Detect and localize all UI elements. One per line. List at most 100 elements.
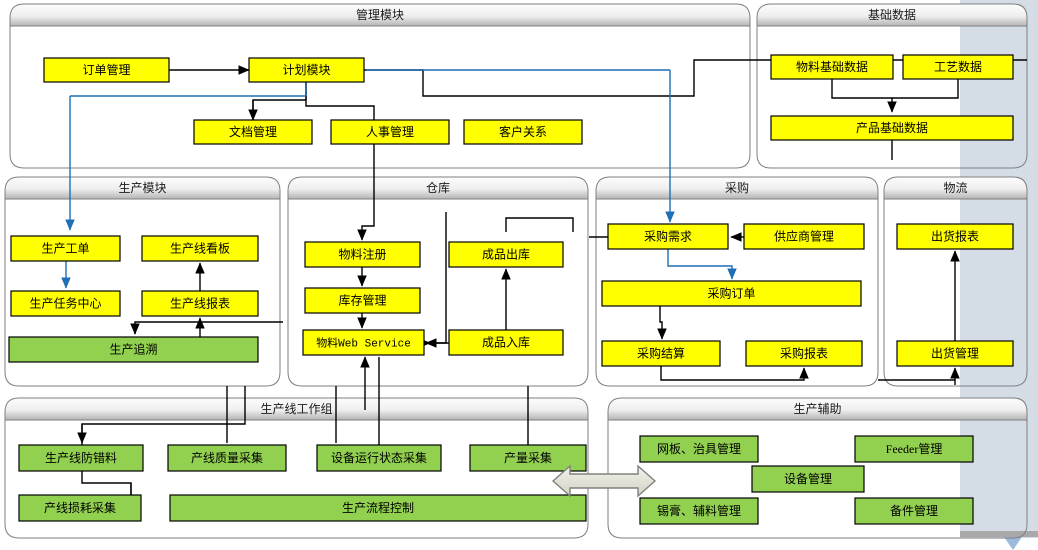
monitor-stand (1004, 537, 1022, 550)
node-box (770, 54, 894, 80)
link-doc-to-wlzc (357, 168, 375, 241)
panel-title: 生产线工作组 (260, 402, 332, 416)
node-n_cgjs[interactable]: 采购结算 (601, 340, 721, 367)
panel-body (287, 198, 589, 387)
node-box (469, 444, 587, 472)
panel-gongzuo: 生产线工作组 (4, 397, 589, 539)
node-n_cpck[interactable]: 成品出库 (448, 241, 564, 268)
panel-guanli: 管理模块 (9, 3, 751, 169)
panel-body (4, 198, 281, 387)
panel-body (9, 25, 751, 169)
node-n_cgbb[interactable]: 采购报表 (745, 340, 863, 367)
node-box (193, 119, 313, 145)
node-box (607, 223, 729, 250)
node-n_wbzjgl[interactable]: 网板、治具管理 (639, 435, 759, 463)
panel-header (4, 397, 589, 421)
node-n_cgxq[interactable]: 采购需求 (607, 223, 729, 250)
node-box (330, 119, 450, 145)
panel-title: 采购 (725, 180, 749, 195)
node-n_wlzc[interactable]: 物料注册 (304, 241, 421, 268)
node-n_sczs[interactable]: 生产追溯 (8, 336, 259, 363)
node-n_cxzlcj[interactable]: 产线质量采集 (167, 444, 287, 472)
node-box (169, 494, 587, 522)
node-label: 生产任务中心 (29, 295, 101, 310)
node-n_scxkb[interactable]: 生产线看板 (141, 235, 259, 262)
node-label: 生产线看板 (170, 241, 230, 255)
node-box (770, 115, 1014, 141)
node-label: 生产线报表 (170, 295, 230, 310)
node-n_ddgl[interactable]: 订单管理 (43, 57, 170, 83)
node-label: 生产流程控制 (342, 500, 414, 515)
node-box (743, 223, 865, 250)
node-label: 人事管理 (366, 124, 414, 139)
panel-title: 管理模块 (356, 7, 404, 22)
panel-body (756, 25, 1028, 169)
node-n_sbgl[interactable]: 设备管理 (751, 465, 865, 493)
node-box (896, 223, 1014, 250)
node-n_xgflgl[interactable]: 锡膏、辅料管理 (639, 497, 759, 525)
node-n_feeder[interactable]: Feeder管理 (854, 435, 974, 463)
link-gysj-down (892, 79, 959, 99)
panel-header (607, 397, 1028, 421)
node-n_scrwzx[interactable]: 生产任务中心 (10, 290, 121, 317)
node-n_scxbb[interactable]: 生产线报表 (141, 290, 259, 317)
panel-title: 生产辅助 (793, 402, 841, 416)
node-n_cxshcj[interactable]: 产线损耗采集 (18, 494, 142, 522)
node-n_scgd[interactable]: 生产工单 (10, 235, 121, 262)
node-box (463, 119, 583, 145)
panel-header (883, 176, 1028, 200)
panel-shengchan: 生产模块 (4, 176, 281, 387)
node-n_kcgl[interactable]: 库存管理 (304, 287, 421, 314)
node-label: 物料基础数据 (796, 59, 868, 74)
node-n_chbb[interactable]: 出货报表 (896, 223, 1014, 250)
node-n_wlws[interactable]: 物料Web Service (302, 329, 425, 356)
node-box (601, 340, 721, 367)
node-label: 采购结算 (637, 345, 685, 360)
node-label: 产线损耗采集 (44, 500, 116, 515)
node-box (302, 329, 425, 356)
node-box (10, 235, 121, 262)
node-n_sclckz[interactable]: 生产流程控制 (169, 494, 587, 522)
node-n_chgl[interactable]: 出货管理 (896, 340, 1014, 367)
node-n_wdgl[interactable]: 文档管理 (193, 119, 313, 145)
link-wljc-down (831, 79, 897, 113)
link-settle-to-rep (660, 366, 809, 381)
node-label: 设备管理 (784, 471, 832, 486)
panel-header (756, 3, 1028, 27)
big-arrow-layer (551, 464, 657, 498)
panel-header (287, 176, 589, 200)
node-n_rsgl[interactable]: 人事管理 (330, 119, 450, 145)
node-n_wljc[interactable]: 物料基础数据 (770, 54, 894, 80)
node-n_khgx[interactable]: 客户关系 (463, 119, 583, 145)
node-n_scxfcl[interactable]: 生产线防错料 (18, 444, 144, 472)
node-box (304, 241, 421, 268)
node-n_gysj[interactable]: 工艺数据 (902, 54, 1014, 80)
node-n_cgdd[interactable]: 采购订单 (601, 280, 862, 307)
node-n_clcj[interactable]: 产量采集 (469, 444, 587, 472)
node-label: 工艺数据 (934, 59, 982, 74)
panel-body (595, 198, 879, 387)
node-n_sbyxzt[interactable]: 设备运行状态采集 (316, 444, 442, 472)
panel-header (9, 3, 751, 27)
link-req-to-order (667, 249, 737, 280)
node-box (167, 444, 287, 472)
node-n_cprk[interactable]: 成品入库 (448, 329, 564, 356)
panel-title: 基础数据 (868, 7, 916, 22)
node-label: 计划模块 (282, 63, 330, 77)
node-label: 采购报表 (780, 345, 828, 360)
node-n_jhmk[interactable]: 计划模块 (248, 57, 365, 83)
node-box (8, 336, 259, 363)
node-box (854, 435, 974, 463)
panel-wuliu: 物流 (883, 176, 1028, 387)
node-label: 产线质量采集 (191, 450, 263, 465)
node-label: Feeder管理 (886, 441, 943, 456)
node-n_gysgl[interactable]: 供应商管理 (743, 223, 865, 250)
panels-layer: 管理模块基础数据生产模块仓库采购物流生产线工作组生产辅助 (4, 3, 1028, 539)
node-label: 客户关系 (499, 124, 547, 139)
node-n_bjgl[interactable]: 备件管理 (854, 497, 974, 525)
node-label: 产量采集 (504, 450, 552, 465)
node-label: 生产线防错料 (45, 450, 117, 465)
node-n_cpjc[interactable]: 产品基础数据 (770, 115, 1014, 141)
